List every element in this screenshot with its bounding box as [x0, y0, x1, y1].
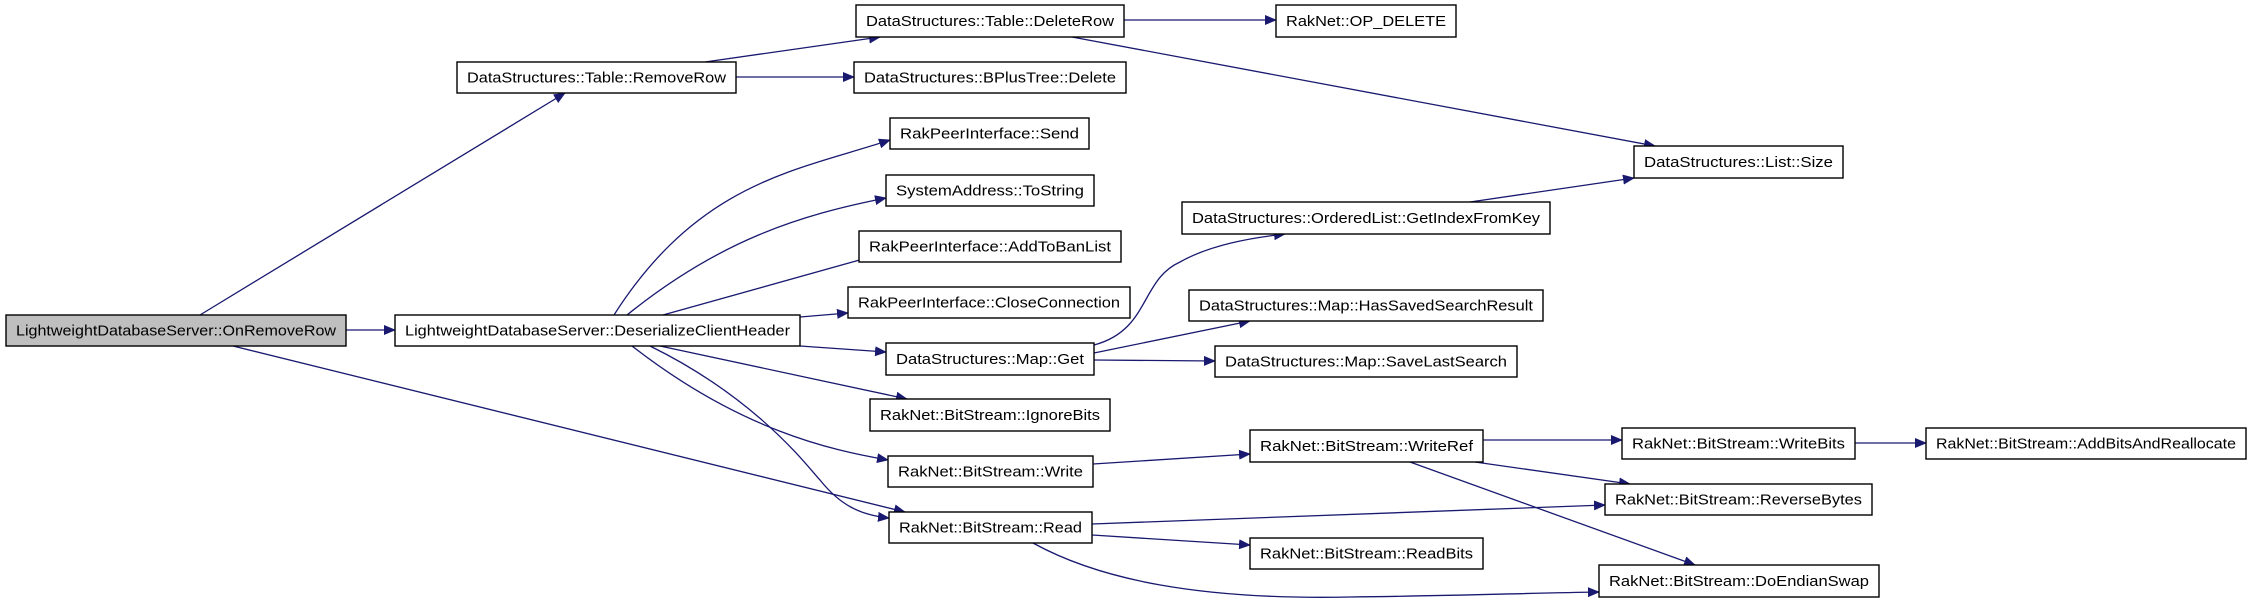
node-label: DataStructures::OrderedList::GetIndexFro…	[1192, 210, 1541, 227]
edge-getindexfromkey-to-listsize	[1469, 174, 1635, 203]
edges	[199, 15, 1927, 598]
node-box	[1181, 201, 1551, 235]
node-tostring[interactable]: SystemAddress::ToString	[885, 174, 1095, 207]
node-box	[885, 342, 1095, 376]
node-doendianswap[interactable]: RakNet::BitStream::DoEndianSwap	[1598, 564, 1880, 598]
node-box	[885, 174, 1095, 207]
edge-read-to-doendianswap	[1032, 542, 1600, 598]
node-onremoverow[interactable]: LightweightDatabaseServer::OnRemoveRow	[5, 314, 347, 347]
node-label: DataStructures::Table::DeleteRow	[866, 13, 1114, 30]
edge-writeref-to-doendianswap	[1409, 461, 1696, 566]
edge-deserialize-to-send	[613, 138, 891, 316]
edge-mapget-to-getindexfromkey	[1093, 230, 1286, 346]
node-box	[1275, 4, 1457, 38]
node-box	[869, 398, 1111, 432]
node-label: LightweightDatabaseServer::DeserializeCl…	[405, 323, 790, 340]
node-savelast[interactable]: DataStructures::Map::SaveLastSearch	[1214, 345, 1518, 378]
node-label: DataStructures::List::Size	[1644, 154, 1833, 171]
node-label: RakNet::BitStream::ReadBits	[1260, 546, 1473, 563]
node-write[interactable]: RakNet::BitStream::Write	[887, 455, 1094, 488]
node-label: RakNet::BitStream::ReverseBytes	[1615, 492, 1862, 509]
node-box	[456, 61, 737, 94]
node-box	[5, 314, 347, 347]
node-label: RakNet::BitStream::WriteRef	[1260, 438, 1474, 455]
edge-mapget-to-hassaved	[1093, 318, 1251, 354]
node-deserialize[interactable]: LightweightDatabaseServer::DeserializeCl…	[394, 314, 801, 347]
node-opdelete[interactable]: RakNet::OP_DELETE	[1275, 4, 1457, 38]
node-writeref[interactable]: RakNet::BitStream::WriteRef	[1249, 429, 1484, 463]
node-box	[1621, 427, 1856, 460]
node-deleterow[interactable]: DataStructures::Table::DeleteRow	[855, 4, 1125, 38]
node-box	[853, 61, 1127, 94]
node-hassaved[interactable]: DataStructures::Map::HasSavedSearchResul…	[1188, 289, 1544, 322]
node-read[interactable]: RakNet::BitStream::Read	[888, 511, 1093, 544]
node-label: LightweightDatabaseServer::OnRemoveRow	[16, 323, 336, 340]
node-box	[394, 314, 801, 347]
node-box	[1249, 537, 1484, 570]
node-label: RakNet::BitStream::AddBitsAndReallocate	[1936, 436, 2236, 453]
node-label: RakNet::BitStream::Read	[899, 520, 1082, 537]
edge-deserialize-to-tostring	[626, 195, 887, 316]
node-label: RakNet::BitStream::Write	[898, 464, 1083, 481]
node-box	[858, 230, 1122, 263]
node-label: RakPeerInterface::AddToBanList	[869, 239, 1112, 256]
node-box	[1604, 483, 1873, 516]
edge-read-to-readbits	[1091, 534, 1251, 550]
edge-read-to-reversebytes	[1091, 500, 1606, 525]
node-label: DataStructures::Map::HasSavedSearchResul…	[1199, 298, 1534, 315]
nodes: LightweightDatabaseServer::OnRemoveRow Li…	[5, 4, 2247, 598]
node-box	[855, 4, 1125, 38]
node-label: RakNet::BitStream::IgnoreBits	[880, 407, 1100, 424]
node-readbits[interactable]: RakNet::BitStream::ReadBits	[1249, 537, 1484, 570]
node-box	[1249, 429, 1484, 463]
edge-writeref-to-reversebytes	[1474, 461, 1631, 488]
node-box	[1214, 345, 1518, 378]
node-label: RakNet::BitStream::WriteBits	[1632, 436, 1845, 453]
node-box	[1925, 427, 2247, 460]
edge-deserialize-to-closeconnection	[799, 308, 849, 319]
node-mapget[interactable]: DataStructures::Map::Get	[885, 342, 1095, 376]
node-label: SystemAddress::ToString	[896, 183, 1084, 200]
edge-deserialize-to-mapget	[799, 345, 887, 357]
node-label: RakNet::BitStream::DoEndianSwap	[1609, 573, 1869, 590]
node-label: DataStructures::BPlusTree::Delete	[864, 70, 1116, 87]
node-reversebytes[interactable]: RakNet::BitStream::ReverseBytes	[1604, 483, 1873, 516]
node-label: DataStructures::Map::Get	[896, 351, 1085, 368]
node-writebits[interactable]: RakNet::BitStream::WriteBits	[1621, 427, 1856, 460]
node-label: DataStructures::Table::RemoveRow	[467, 70, 726, 87]
node-box	[887, 455, 1094, 488]
node-label: RakPeerInterface::Send	[900, 126, 1079, 143]
node-getindexfromkey[interactable]: DataStructures::OrderedList::GetIndexFro…	[1181, 201, 1551, 235]
node-box	[847, 286, 1131, 319]
node-box	[1188, 289, 1544, 322]
edge-deserialize-to-write	[631, 345, 889, 464]
edge-deserialize-to-read	[649, 345, 890, 522]
node-addbits[interactable]: RakNet::BitStream::AddBitsAndReallocate	[1925, 427, 2247, 460]
node-addtobanlist[interactable]: RakPeerInterface::AddToBanList	[858, 230, 1122, 263]
edge-deserialize-to-ignorebits	[659, 345, 908, 402]
node-closeconnection[interactable]: RakPeerInterface::CloseConnection	[847, 286, 1131, 319]
node-box	[1598, 564, 1880, 598]
node-listsize[interactable]: DataStructures::List::Size	[1633, 145, 1844, 179]
edge-deleterow-to-listsize	[1071, 36, 1656, 149]
node-bplusdelete[interactable]: DataStructures::BPlusTree::Delete	[853, 61, 1127, 94]
edge-write-to-writeref	[1092, 449, 1251, 465]
edge-removerow-to-deleterow	[704, 33, 881, 63]
node-label: RakNet::OP_DELETE	[1286, 13, 1446, 30]
node-label: DataStructures::Map::SaveLastSearch	[1225, 354, 1507, 371]
edge-onremoverow-to-removerow	[199, 92, 566, 316]
edge-onremoverow-to-read	[232, 345, 906, 515]
node-box	[1633, 145, 1844, 179]
node-ignorebits[interactable]: RakNet::BitStream::IgnoreBits	[869, 398, 1111, 432]
node-send[interactable]: RakPeerInterface::Send	[889, 117, 1090, 150]
node-label: RakPeerInterface::CloseConnection	[858, 295, 1120, 312]
edge-mapget-to-savelast	[1093, 355, 1216, 366]
node-box	[888, 511, 1093, 544]
node-box	[889, 117, 1090, 150]
node-removerow[interactable]: DataStructures::Table::RemoveRow	[456, 61, 737, 94]
